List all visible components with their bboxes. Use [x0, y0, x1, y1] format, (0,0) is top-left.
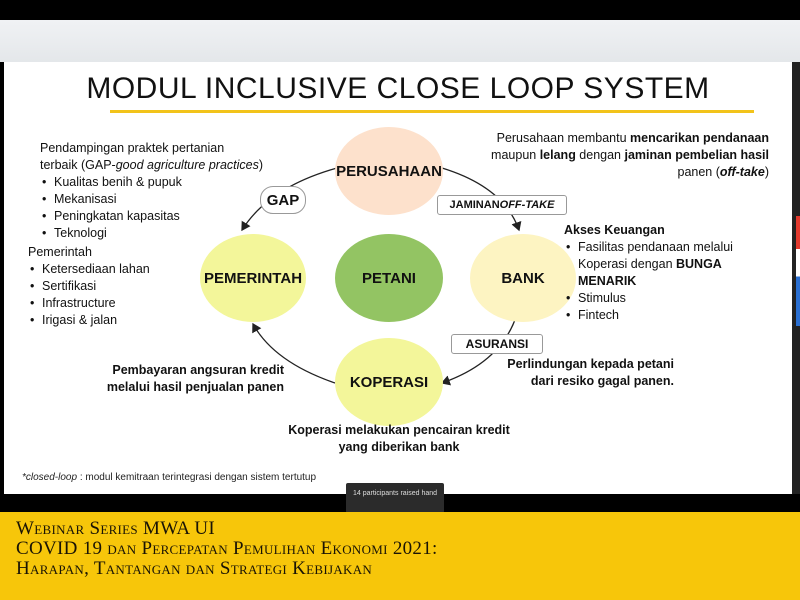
list-item: Peningkatan kapasitas [42, 208, 290, 225]
circle-bank: BANK [470, 234, 576, 322]
list-item: Ketersediaan lahan [30, 261, 188, 278]
gap-description-line2: terbaik (GAP-good agriculture practices) [40, 158, 264, 172]
footnote: *closed-loop : modul kemitraan terintegr… [22, 472, 317, 483]
list-item: Irigasi & jalan [30, 312, 188, 329]
list-item: Fintech [566, 307, 764, 324]
koperasi-credit-description: Koperasi melakukan pencairan kredit yang… [288, 423, 510, 454]
list-item: Kualitas benih & pupuk [42, 174, 290, 191]
arrow-perusahaan-to-bank [441, 167, 522, 232]
list-item: Teknologi [42, 225, 290, 242]
arrow-bank-to-koperasi [440, 313, 518, 386]
bank-heading: Akses Keuangan [564, 223, 665, 237]
webinar-banner: Webinar Series MWA UI COVID 19 dan Perce… [0, 512, 800, 600]
presentation-slide: MODUL INCLUSIVE CLOSE LOOP SYSTEM PERUSA… [4, 62, 792, 494]
koperasi-payment-description: Pembayaran angsuran kredit melalui hasil… [106, 363, 284, 394]
pemerintah-heading: Pemerintah [28, 245, 92, 259]
participants-raised-hand-notice[interactable]: 14 participants raised hand [346, 483, 444, 513]
banner-line-3: Harapan, Tantangan dan Strategi Kebijaka… [16, 558, 373, 579]
perusahaan-description: Perusahaan membantu mencarikan pendanaan… [491, 131, 769, 179]
circle-koperasi: KOPERASI [335, 338, 443, 426]
slide-title: MODUL INCLUSIVE CLOSE LOOP SYSTEM [86, 72, 710, 105]
arrow-koperasi-to-pemerintah [252, 322, 336, 384]
bank-description: Akses Keuangan Fasilitas pendanaan melal… [564, 222, 764, 324]
gap-description-line1: Pendampingan praktek pertanian [40, 141, 225, 155]
side-flag-decoration [796, 216, 800, 326]
list-item: Stimulus [566, 290, 764, 307]
jaminan-off-take-label: JAMINAN OFF-TAKE [437, 195, 567, 215]
circle-perusahaan: PERUSAHAAN [335, 127, 443, 215]
jaminan-off-take: OFF-TAKE [499, 199, 555, 211]
circle-petani: PETANI [335, 234, 443, 322]
pemerintah-list: Ketersediaan lahan Sertifikasi Infrastru… [28, 261, 188, 329]
screen-share-header [0, 20, 800, 62]
circle-pemerintah: PEMERINTAH [200, 234, 306, 322]
window-top-bar [0, 0, 800, 20]
list-item: Sertifikasi [30, 278, 188, 295]
banner-line-1: Webinar Series MWA UI [16, 518, 215, 539]
jaminan-prefix: JAMINAN [449, 199, 500, 211]
list-item: Mekanisasi [42, 191, 290, 208]
gap-description: Pendampingan praktek pertanian terbaik (… [40, 140, 290, 242]
banner-line-2: COVID 19 dan Percepatan Pemulihan Ekonom… [16, 538, 438, 559]
gap-list: Kualitas benih & pupuk Mekanisasi Pening… [40, 174, 290, 242]
list-item: Infrastructure [30, 295, 188, 312]
title-underline [110, 110, 754, 113]
pemerintah-description: Pemerintah Ketersediaan lahan Sertifikas… [28, 244, 188, 329]
asuransi-label: ASURANSI [451, 334, 543, 354]
asuransi-description: Perlindungan kepada petani dari resiko g… [507, 357, 674, 388]
